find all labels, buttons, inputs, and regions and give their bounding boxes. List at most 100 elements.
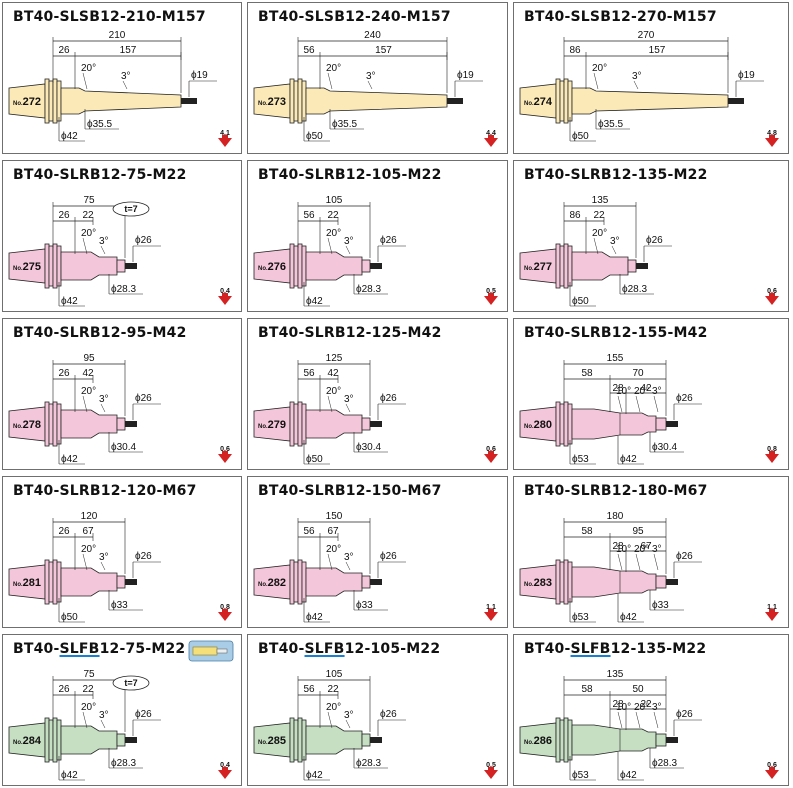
weight-arrow-stem — [488, 135, 494, 139]
flange-ring — [44, 401, 50, 447]
flange-ring — [297, 243, 303, 289]
weight-arrow-stem — [769, 293, 775, 297]
tool-tip — [125, 263, 137, 269]
dim-left: 86 — [569, 210, 581, 221]
tool-nose — [116, 575, 126, 589]
angle-label: 3° — [99, 394, 109, 405]
weight-arrow-icon — [218, 770, 232, 779]
dim-flange-diameter: ϕ53 — [572, 770, 589, 781]
angle-label: 3° — [344, 710, 354, 721]
weight-value: 1.1 — [486, 604, 496, 611]
dim-left: 56 — [303, 684, 315, 695]
tool-number: No.284 — [13, 735, 42, 747]
angle-label: 20° — [81, 228, 96, 239]
angle-label: 3° — [344, 394, 354, 405]
weight-value: 0.6 — [767, 762, 777, 769]
flange-ring — [563, 559, 569, 605]
dim-left: 58 — [581, 684, 593, 695]
title-part: BT40- — [258, 641, 305, 657]
dim-left: 26 — [58, 210, 70, 221]
dim-body-diameter: ϕ28.3 — [111, 758, 137, 769]
dim-total: 120 — [81, 511, 98, 522]
dim-right: 157 — [375, 45, 392, 56]
title-part: BT40-SLRB12-150-M67 — [258, 483, 442, 499]
dim-right: 22 — [82, 210, 94, 221]
angle-label: 3° — [344, 552, 354, 563]
dim-tip-diameter: ϕ26 — [646, 235, 663, 246]
dim-mid: 28 — [612, 699, 624, 710]
flange-ring — [289, 401, 295, 447]
dim-total: 210 — [109, 30, 126, 41]
tool-tip — [370, 421, 382, 427]
tool-body — [60, 87, 182, 115]
flange-ring — [293, 245, 299, 287]
dim-flange-diameter: ϕ53 — [572, 454, 589, 465]
flange-ring — [301, 561, 307, 603]
tool-body — [571, 87, 729, 115]
flange-ring — [563, 401, 569, 447]
flange-ring — [293, 561, 299, 603]
dim-flange-diameter: ϕ53 — [572, 612, 589, 623]
flange-ring — [293, 80, 299, 122]
flange-ring — [52, 401, 58, 447]
weight-value: 0.8 — [767, 446, 777, 453]
dim-mid2: 22 — [640, 699, 652, 710]
title-part: BT40-SLSB12-240-M157 — [258, 9, 451, 25]
tool-body — [571, 566, 657, 598]
flange-ring — [289, 78, 295, 124]
dim-left: 86 — [569, 45, 581, 56]
weight-value: 0.4 — [220, 288, 230, 295]
dim-left: 56 — [303, 210, 315, 221]
tool-body — [305, 567, 363, 597]
weight-value: 1.1 — [767, 604, 777, 611]
weight-value: 4.4 — [486, 130, 496, 137]
flange-ring — [56, 561, 62, 603]
dim-body-diameter: ϕ33 — [356, 600, 373, 611]
tool-title: BT40-SLRB12-125-M42 — [258, 325, 442, 341]
tool-body — [305, 251, 363, 281]
tool-number: No.278 — [13, 419, 41, 431]
dim-tip-diameter: ϕ26 — [135, 393, 152, 404]
thickness-label: t=7 — [124, 678, 137, 688]
tool-body — [305, 409, 363, 439]
title-part: BT40-SLRB12-75-M22 — [13, 167, 187, 183]
weight-arrow-icon — [484, 612, 498, 621]
tool-title: BT40-SLRB12-135-M22 — [524, 167, 708, 183]
dim-tip-diameter: ϕ26 — [380, 235, 397, 246]
dim-tip-diameter: ϕ26 — [135, 551, 152, 562]
flange-ring — [555, 78, 561, 124]
tool-number: No.272 — [13, 96, 41, 108]
dim-left: 26 — [58, 368, 70, 379]
title-part: SLFB — [59, 641, 100, 657]
dim-right: 42 — [82, 368, 94, 379]
weight-value: 0.6 — [220, 446, 230, 453]
tool-title: BT40-SLRB12-155-M42 — [524, 325, 708, 341]
tool-number: No.281 — [13, 577, 41, 589]
tool-number: No.277 — [524, 261, 552, 273]
tool-title: BT40-SLRB12-75-M22 — [13, 167, 187, 183]
weight-value: 0.4 — [220, 762, 230, 769]
dim-tip-diameter: ϕ26 — [676, 393, 693, 404]
tool-title: BT40-SLFB12-105-M22 — [258, 641, 440, 657]
dim-left: 58 — [581, 368, 593, 379]
